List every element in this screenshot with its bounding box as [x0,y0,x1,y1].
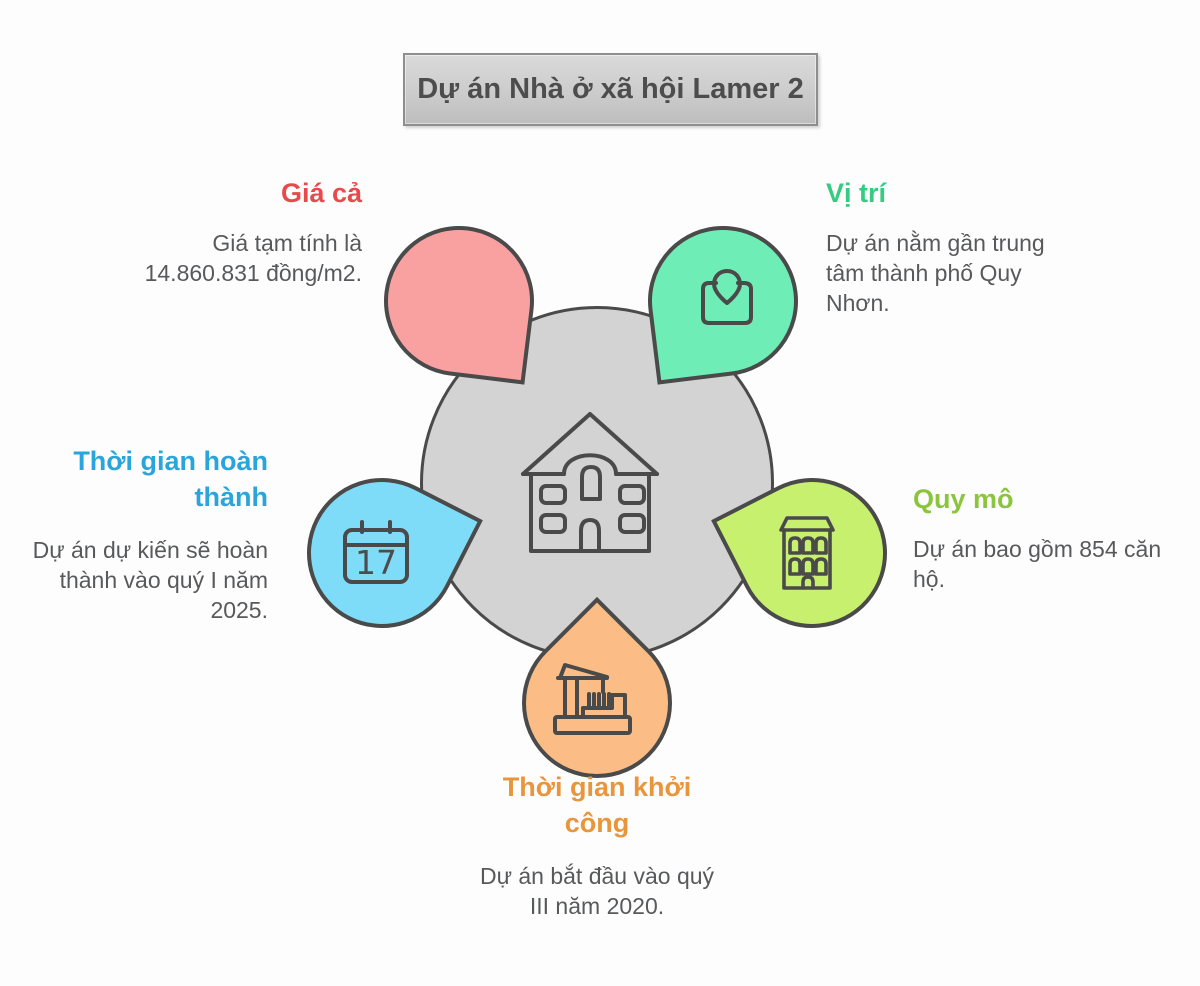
scale-heading: Quy mô [913,484,1014,514]
scale-description: Dự án bao gồm 854 căn hộ. [913,535,1162,592]
section-start-time: Thời gian khởi công Dự án bắt đầu vào qu… [447,770,747,921]
section-completion-time: Thời gian hoàn thành Dự án dự kiến sẽ ho… [0,444,268,625]
start-description: Dự án bắt đầu vào quý III năm 2020. [479,863,715,920]
location-heading: Vị trí [826,178,887,208]
section-price: Giá cả Giá tạm tính là 14.860.831 đồng/m… [82,176,362,288]
project-title-box: Dự án Nhà ở xã hội Lamer 2 [403,53,818,126]
building-icon [779,516,835,590]
calendar-day-number: 17 [355,543,397,582]
project-title: Dự án Nhà ở xã hội Lamer 2 [417,73,804,105]
house-icon [521,412,659,553]
map-pin-icon [701,269,753,325]
price-teardrop [375,217,543,385]
crane-icon [553,663,632,735]
completion-heading: Thời gian hoàn thành [73,446,268,512]
start-heading: Thời gian khởi công [502,772,692,838]
calendar-icon: 17 [343,520,409,584]
section-location: Vị trí Dự án nằm gần trung tâm thành phố… [826,176,1076,318]
price-heading: Giá cả [280,178,362,208]
completion-description: Dự án dự kiến sẽ hoàn thành vào quý I nă… [32,537,268,624]
location-description: Dự án nằm gần trung tâm thành phố Quy Nh… [826,229,1045,316]
section-scale: Quy mô Dự án bao gồm 854 căn hộ. [913,482,1163,594]
price-description: Giá tạm tính là 14.860.831 đồng/m2. [144,229,362,286]
